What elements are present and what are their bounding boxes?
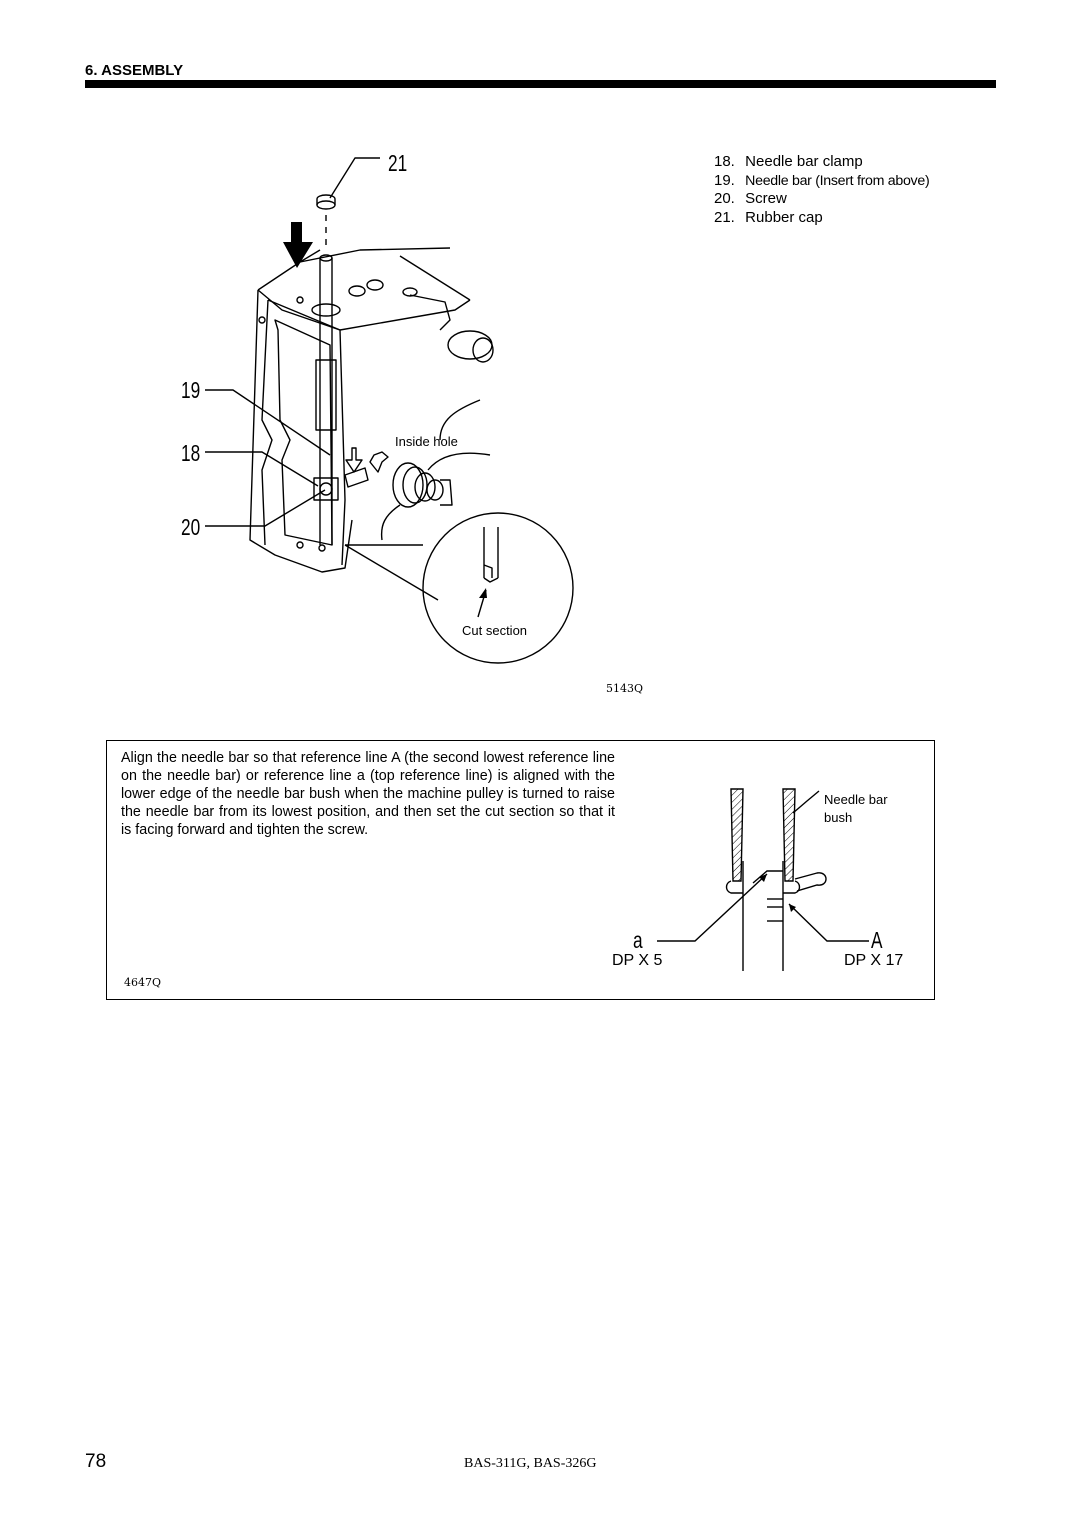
legend-item: 18. Needle bar clamp [714, 153, 929, 172]
legend-item: 19. Needle bar (Insert from above) [714, 171, 930, 191]
callout-21: 21 [388, 150, 408, 176]
callout-19: 19 [181, 377, 201, 403]
legend-number: 19. [714, 171, 735, 189]
label-bush-line1: Needle bar [824, 792, 888, 807]
legend-number: 20. [714, 190, 735, 207]
label-bush-line2: bush [824, 810, 853, 825]
label-dp-x5: DP X 5 [612, 952, 663, 969]
legend-label: Needle bar clamp [745, 153, 863, 170]
callout-18: 18 [181, 440, 201, 466]
section-title: 6. ASSEMBLY [85, 62, 184, 79]
parts-legend: 18. Needle bar clamp 19. Needle bar (Ins… [714, 153, 930, 228]
legend-item: 20. Screw [714, 190, 929, 209]
instruction-box: Align the needle bar so that reference l… [106, 740, 935, 1000]
label-reference-a: a [633, 927, 643, 953]
needle-bar-bush-diagram [657, 788, 869, 971]
label-inside-hole: Inside hole [395, 434, 458, 449]
label-cut-section: Cut section [462, 623, 528, 638]
legend-label: Needle bar (Insert from above) [745, 172, 930, 189]
figure-code: 5143Q [606, 682, 644, 695]
legend-label: Rubber cap [745, 208, 823, 226]
page-number: 78 [85, 1451, 107, 1472]
label-needle-bar-bush: Needle bar bush [824, 791, 888, 827]
callout-20: 20 [181, 514, 201, 540]
instruction-text: Align the needle bar so that reference l… [121, 750, 615, 838]
legend-item: 21. Rubber cap [714, 209, 929, 228]
legend-number: 18. [714, 153, 735, 170]
box-figure-code: 4647Q [124, 976, 162, 989]
legend-number: 21. [714, 208, 735, 226]
title-rule [85, 80, 996, 88]
needle-bar-assembly-illustration [205, 157, 574, 664]
legend-label: Screw [745, 190, 787, 207]
label-dp-x17: DP X 17 [844, 952, 904, 969]
label-reference-A: A [871, 927, 883, 953]
footer-model: BAS-311G, BAS-326G [464, 1456, 597, 1471]
